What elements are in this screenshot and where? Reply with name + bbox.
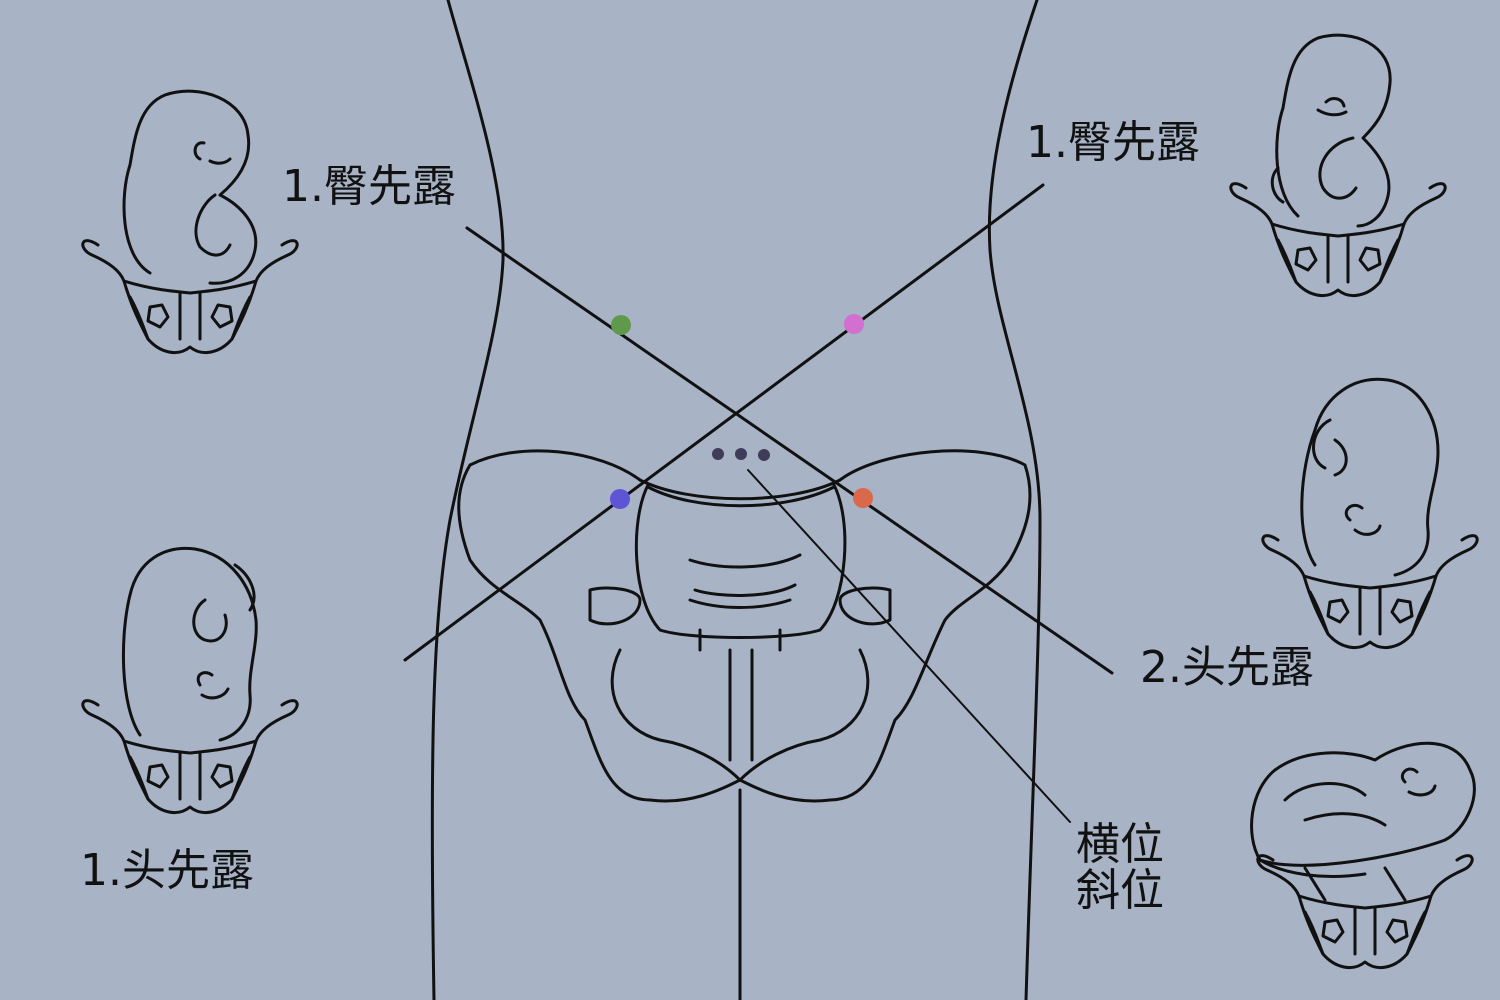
label-breech-upper-left: 1.臀先露 bbox=[282, 161, 456, 212]
fetus-transverse-lower-right bbox=[1250, 741, 1476, 970]
obturator-right bbox=[838, 586, 892, 626]
dot-green bbox=[611, 315, 631, 335]
fetus-head-middle-right bbox=[1261, 377, 1479, 650]
pointer-line-transverse bbox=[747, 469, 1071, 823]
fetus-breech-upper-right bbox=[1229, 33, 1447, 298]
dot-blue bbox=[610, 489, 630, 509]
pelvis-illustration bbox=[457, 449, 1032, 803]
dot-magenta bbox=[844, 314, 864, 334]
fetus-head-lower-left bbox=[81, 546, 299, 815]
dot-dark-2 bbox=[735, 448, 747, 460]
pointer-line-upper-left-to-lower-right bbox=[465, 226, 1114, 675]
pointer-line-upper-right-to-lower-left bbox=[403, 183, 1045, 662]
body-outline-left bbox=[430, 0, 505, 1000]
iliac-wing-left bbox=[457, 449, 742, 803]
dot-dark-1 bbox=[712, 448, 724, 460]
label-transverse: 横位 bbox=[1076, 819, 1164, 870]
body-outline-right bbox=[987, 0, 1042, 1000]
obturator-left bbox=[588, 586, 642, 626]
dot-orange bbox=[853, 488, 873, 508]
pelvic-brim bbox=[638, 478, 842, 501]
label-oblique: 斜位 bbox=[1076, 865, 1164, 917]
label-head-lower-left: 1.头先露 bbox=[80, 845, 254, 896]
label-head-lower-right: 2.头先露 bbox=[1140, 642, 1314, 693]
label-breech-upper-right: 1.臀先露 bbox=[1026, 117, 1200, 168]
iliac-wing-right bbox=[738, 449, 1032, 803]
dot-dark-3 bbox=[758, 449, 770, 461]
label-transverse-oblique-group: 横位 斜位 bbox=[1076, 819, 1164, 917]
sacral-ridge-1 bbox=[688, 553, 802, 569]
fetus-breech-upper-left bbox=[81, 89, 299, 355]
sacrum bbox=[634, 483, 847, 639]
